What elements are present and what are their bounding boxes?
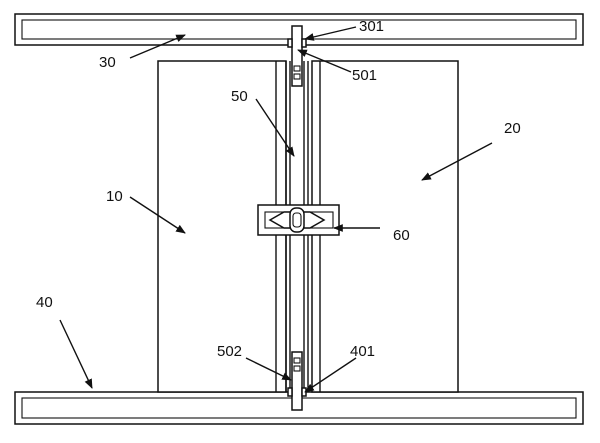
label-20: 20 <box>504 120 521 137</box>
label-301: 301 <box>359 18 384 35</box>
label-401: 401 <box>350 343 375 360</box>
leader-arrows <box>59 26 493 393</box>
bottom-socket <box>287 387 307 397</box>
label-10: 10 <box>106 188 123 205</box>
top-socket <box>287 38 307 48</box>
label-40: 40 <box>36 294 53 311</box>
handle-latch <box>257 204 340 236</box>
label-501: 501 <box>352 67 377 84</box>
label-502: 502 <box>217 343 242 360</box>
label-50: 50 <box>231 88 248 105</box>
label-30: 30 <box>99 54 116 71</box>
label-60: 60 <box>393 227 410 244</box>
bottom-pin <box>291 351 303 411</box>
top-pin <box>291 25 303 87</box>
